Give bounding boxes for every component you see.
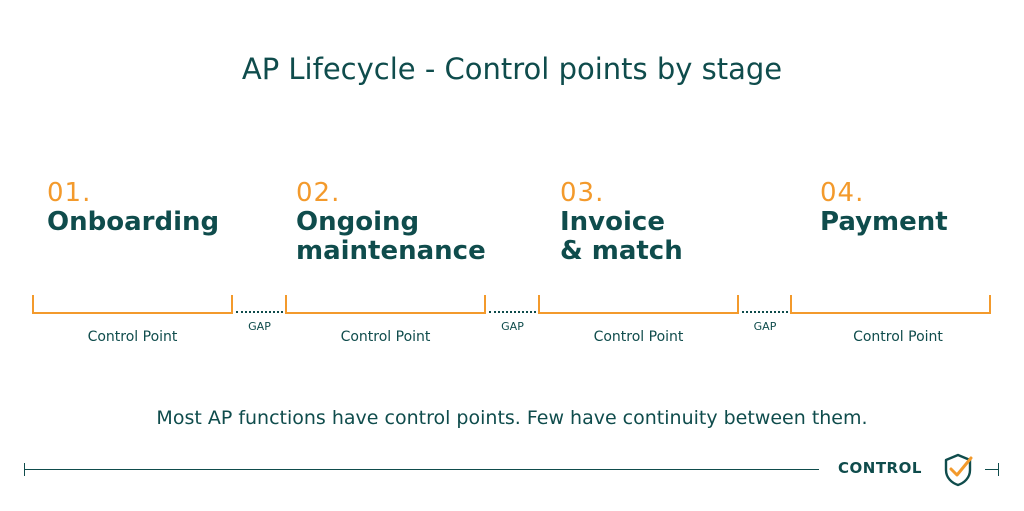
stage-payment: 04. Payment xyxy=(820,178,948,237)
stage-name: Payment xyxy=(820,207,948,237)
brand-name: CONTROL xyxy=(838,459,922,477)
stage-number: 03. xyxy=(560,178,605,208)
stage-name: Ongoing maintenance xyxy=(296,207,486,266)
stage-number: 01. xyxy=(47,178,92,208)
footer-tick-right xyxy=(998,463,999,476)
stage-name: Onboarding xyxy=(47,207,220,237)
control-point-label: Control Point xyxy=(87,329,178,345)
control-point-bracket xyxy=(538,295,739,314)
page-title: AP Lifecycle - Control points by stage xyxy=(241,52,783,86)
control-point-bracket xyxy=(790,295,991,314)
footer-divider-right xyxy=(985,469,999,470)
gap-connector xyxy=(236,311,283,313)
stage-ongoing-maintenance: 02. Ongoing maintenance xyxy=(296,178,486,266)
control-point-label: Control Point xyxy=(340,329,431,345)
stage-number: 04. xyxy=(820,178,865,208)
stage-onboarding: 01. Onboarding xyxy=(47,178,219,237)
control-point-bracket xyxy=(32,295,233,314)
summary-text: Most AP functions have control points. F… xyxy=(156,407,868,429)
control-point-bracket xyxy=(285,295,486,314)
stage-number: 02. xyxy=(296,178,341,208)
shield-check-icon xyxy=(944,453,973,487)
gap-label: GAP xyxy=(753,320,777,333)
gap-connector xyxy=(489,311,536,313)
footer-divider xyxy=(24,469,819,470)
gap-label: GAP xyxy=(248,320,271,333)
stage-invoice-match: 03. Invoice & match xyxy=(560,178,683,266)
gap-label: GAP xyxy=(501,320,524,333)
control-point-label: Control Point xyxy=(593,329,684,345)
stage-name: Invoice & match xyxy=(560,207,683,266)
control-point-label: Control Point xyxy=(853,329,943,345)
gap-connector xyxy=(742,311,788,313)
